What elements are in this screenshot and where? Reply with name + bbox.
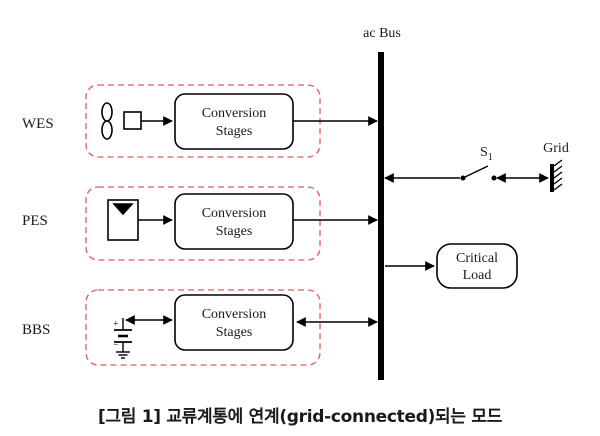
ac-bus-label: ac Bus (363, 26, 401, 41)
wes-block-line2: Stages (216, 124, 253, 139)
switch-contact-right (491, 175, 497, 181)
pes-block-line1: Conversion (202, 206, 267, 221)
wes-conversion-block (174, 93, 294, 150)
bbs-enclosure (85, 289, 321, 366)
solar-panel-icon (107, 199, 139, 241)
battery-minus-sign: − (113, 340, 119, 351)
critical-load-group: Critical Load (385, 243, 518, 289)
pes-conversion-block (174, 193, 294, 250)
bbs-group: BBS + − Conversion Stages (22, 289, 378, 366)
pes-block-line2: Stages (216, 224, 253, 239)
grid-label: Grid (543, 141, 569, 156)
grid-connection: S1 Grid (384, 141, 569, 192)
bbs-conversion-block (174, 294, 294, 351)
grid-ground-icon (550, 159, 563, 192)
bbs-block-line2: Stages (216, 325, 253, 340)
wes-label: WES (22, 116, 54, 132)
battery-icon (114, 318, 132, 359)
figure-caption: [그림 1] 교류계통에 연계(grid-connected)되는 모드 (97, 407, 503, 427)
switch-blade (464, 165, 489, 178)
pes-enclosure (85, 186, 321, 261)
critical-load-block (436, 243, 518, 289)
wes-block-line1: Conversion (202, 106, 267, 121)
switch-label-main: S (480, 145, 488, 160)
pes-label: PES (22, 213, 48, 229)
bbs-label: BBS (22, 322, 50, 338)
pes-group: PES Conversion Stages (22, 186, 378, 261)
wes-group: WES Conversion Stages (22, 84, 378, 158)
switch-contact-left (460, 175, 466, 181)
switch-label-subscript: 1 (488, 152, 493, 163)
load-line2: Load (463, 268, 492, 283)
generator-icon (123, 111, 142, 130)
bbs-block-line1: Conversion (202, 307, 267, 322)
battery-plus-sign: + (113, 319, 119, 330)
wind-turbine-icon (101, 102, 113, 140)
wes-enclosure (85, 84, 321, 158)
switch-label: S1 (480, 145, 493, 163)
load-line1: Critical (456, 251, 498, 266)
